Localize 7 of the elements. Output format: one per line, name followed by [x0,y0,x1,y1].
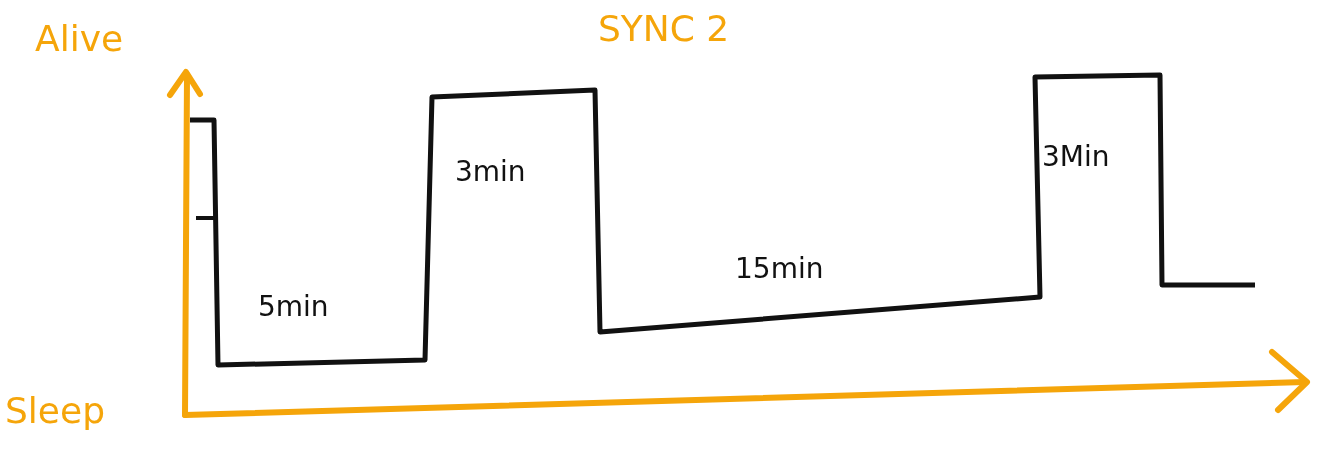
duration-label: 15min [735,252,824,285]
duration-label: 3Min [1042,140,1110,173]
axis-label: Alive [35,18,124,59]
title: SYNC 2 [598,8,730,49]
duration-label: 5min [258,290,329,323]
duration-label: 3min [455,155,526,188]
axis-label: Sleep [5,390,105,431]
